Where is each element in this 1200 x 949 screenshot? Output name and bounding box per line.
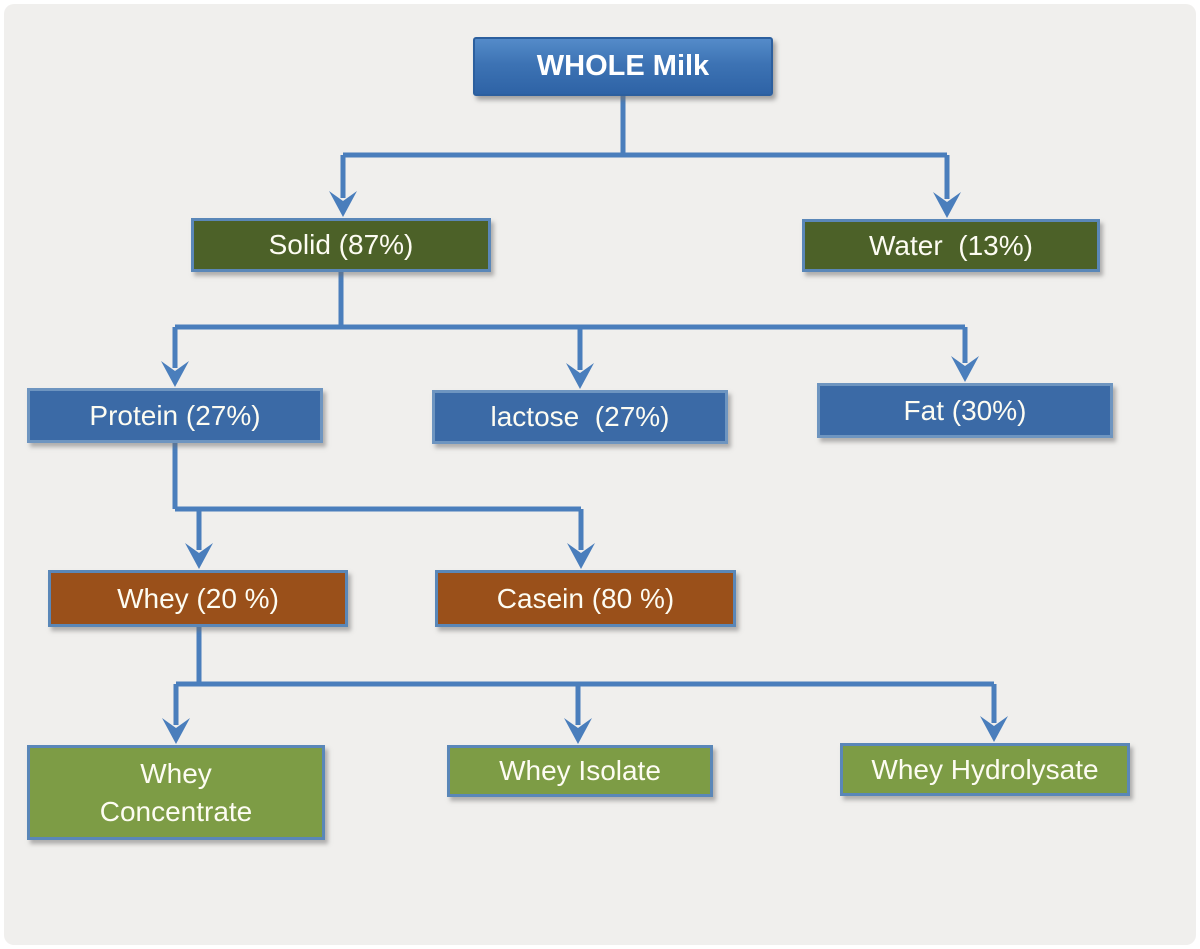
node-solid: Solid (87%) bbox=[191, 218, 491, 272]
node-lactose: lactose (27%) bbox=[432, 390, 728, 444]
node-protein: Protein (27%) bbox=[27, 388, 323, 443]
node-whole-milk: WHOLE Milk bbox=[473, 37, 773, 96]
node-whey-concentrate: Whey Concentrate bbox=[27, 745, 325, 840]
node-water: Water (13%) bbox=[802, 219, 1100, 272]
node-casein: Casein (80 %) bbox=[435, 570, 736, 627]
node-whey-isolate: Whey Isolate bbox=[447, 745, 713, 797]
node-fat: Fat (30%) bbox=[817, 383, 1113, 438]
node-whey: Whey (20 %) bbox=[48, 570, 348, 627]
node-whey-hydrolysate: Whey Hydrolysate bbox=[840, 743, 1130, 796]
